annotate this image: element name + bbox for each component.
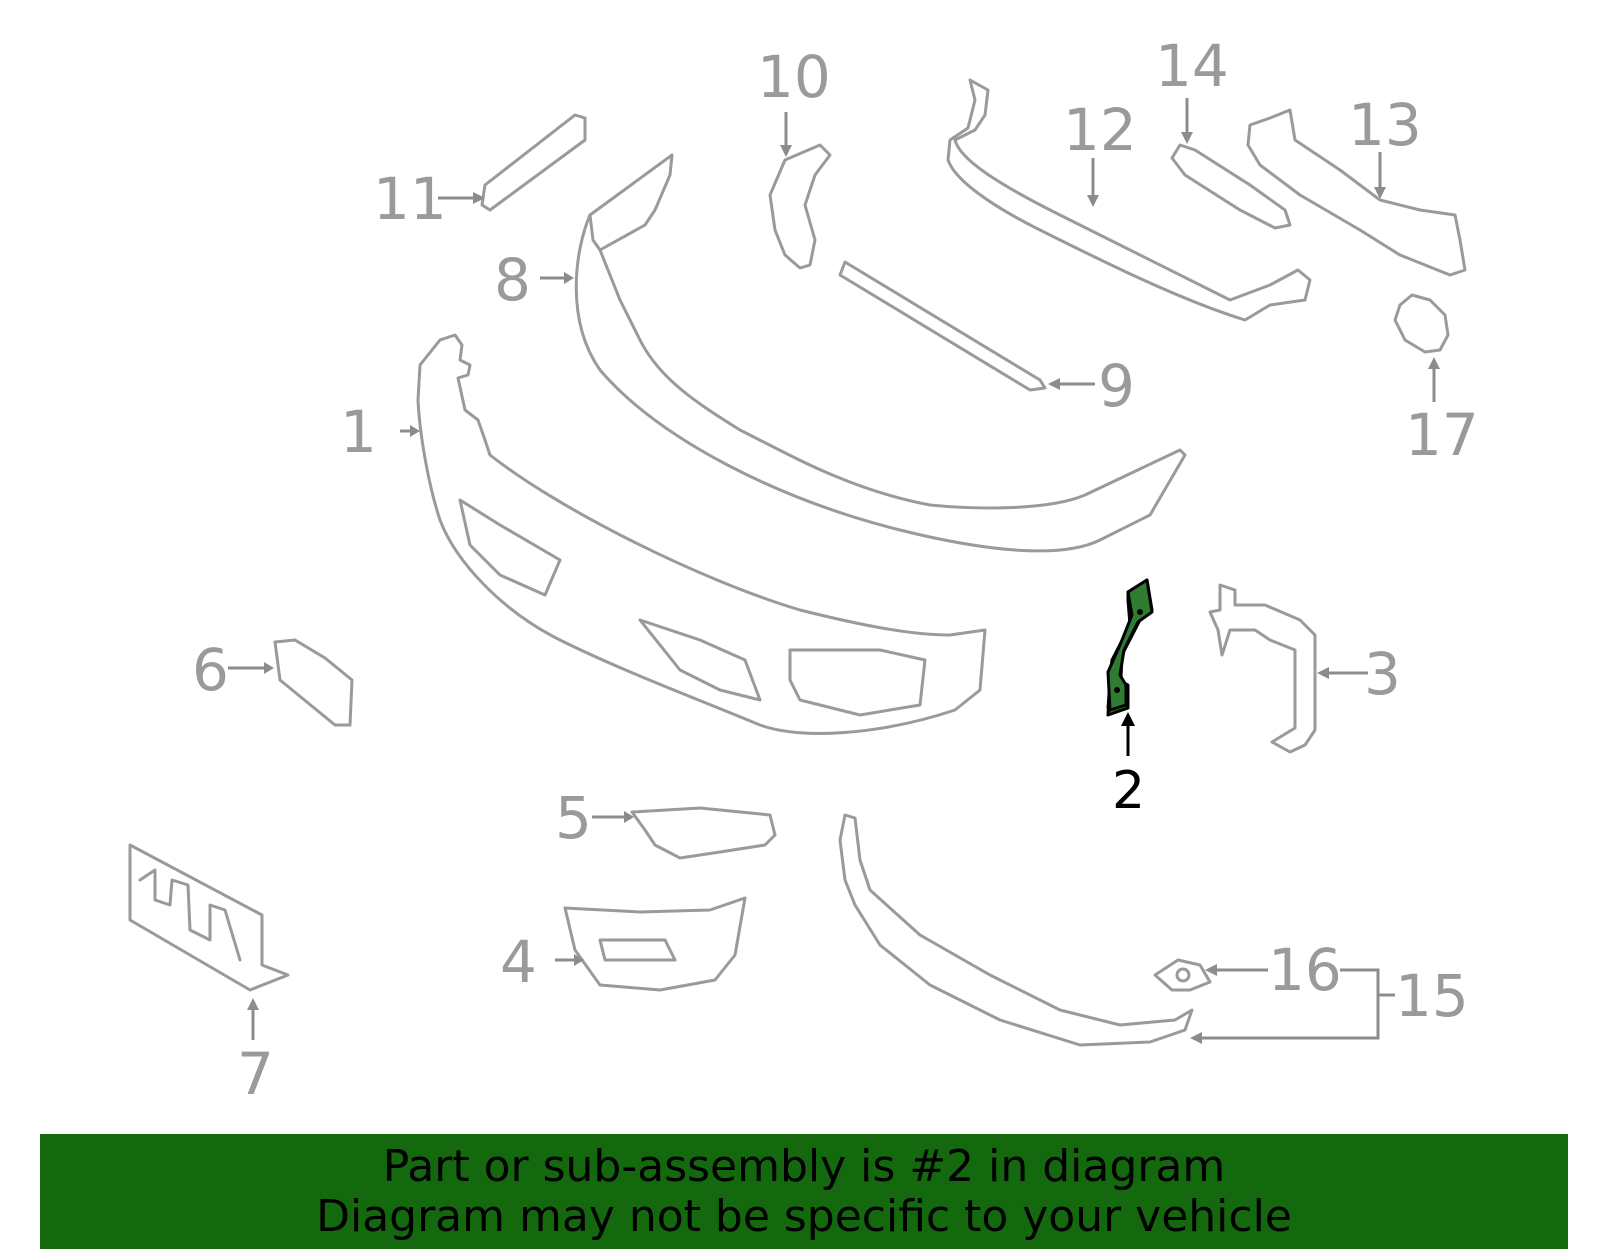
part-16-clip[interactable] bbox=[1153, 958, 1212, 992]
part-14-bracket[interactable] bbox=[1170, 143, 1292, 230]
callout-15: 15 bbox=[1395, 962, 1469, 1030]
part-12-reinforcement[interactable] bbox=[946, 78, 1312, 322]
banner-line-1: Part or sub-assembly is #2 in diagram bbox=[382, 1140, 1226, 1192]
callout-arrows bbox=[228, 98, 1440, 1044]
part-9-strip[interactable] bbox=[838, 260, 1047, 392]
part-11-bracket[interactable] bbox=[480, 113, 587, 212]
part-4-cover[interactable] bbox=[563, 896, 747, 992]
part-6-bracket[interactable] bbox=[273, 638, 354, 727]
info-banner: Part or sub-assembly is #2 in diagram Di… bbox=[40, 1134, 1568, 1249]
part-17-clip[interactable] bbox=[1393, 293, 1450, 354]
callout-7: 7 bbox=[237, 1040, 274, 1108]
part-2-highlighted[interactable] bbox=[1106, 578, 1154, 717]
callout-labels: 1 2 3 4 5 6 7 8 9 10 11 12 13 14 15 16 1… bbox=[192, 32, 1479, 1108]
part-10-bracket[interactable] bbox=[768, 143, 832, 270]
callout-4: 4 bbox=[500, 928, 537, 996]
callout-13: 13 bbox=[1348, 91, 1422, 159]
part-8-bumper-cover[interactable] bbox=[574, 153, 1187, 553]
part-7-license-bracket[interactable] bbox=[128, 843, 290, 992]
banner-line-2: Diagram may not be specific to your vehi… bbox=[316, 1190, 1292, 1242]
callout-8: 8 bbox=[494, 246, 531, 314]
callout-2: 2 bbox=[1112, 761, 1145, 821]
callout-17: 17 bbox=[1405, 401, 1479, 469]
parts-diagram: 1 2 3 4 5 6 7 8 9 10 11 12 13 14 15 16 1… bbox=[128, 32, 1479, 1108]
callout-5: 5 bbox=[555, 784, 592, 852]
callout-11: 11 bbox=[373, 165, 447, 233]
callout-9: 9 bbox=[1098, 352, 1135, 420]
part-5-grille-insert[interactable] bbox=[630, 806, 777, 860]
part-3-bracket[interactable] bbox=[1208, 583, 1317, 754]
callout-6: 6 bbox=[192, 636, 229, 704]
callout-16: 16 bbox=[1268, 936, 1342, 1004]
callout-10: 10 bbox=[757, 43, 831, 111]
callout-1: 1 bbox=[340, 398, 377, 466]
part-15-valance[interactable] bbox=[838, 813, 1194, 1047]
callout-12: 12 bbox=[1063, 96, 1137, 164]
part-13-bracket[interactable] bbox=[1246, 108, 1467, 277]
callout-3: 3 bbox=[1364, 640, 1401, 708]
callout-14: 14 bbox=[1155, 32, 1229, 100]
part-1-front-bumper[interactable] bbox=[416, 333, 987, 735]
